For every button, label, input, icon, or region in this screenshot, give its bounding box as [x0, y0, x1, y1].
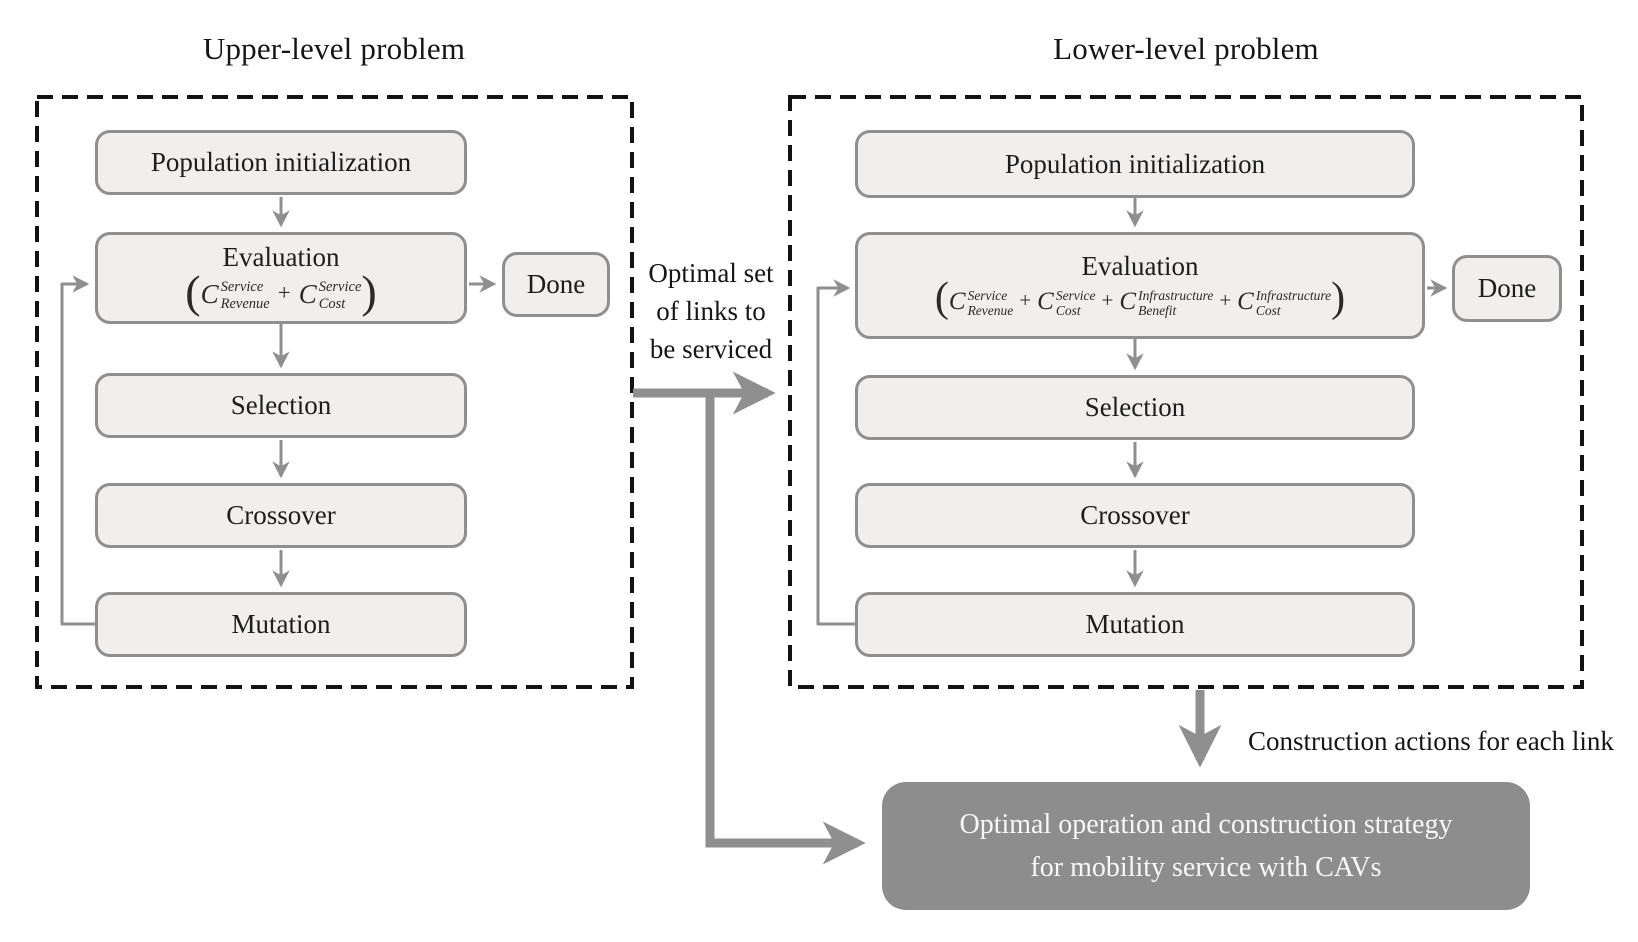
construction-actions-label: Construction actions for each link — [1248, 726, 1614, 756]
close-paren: ) — [361, 265, 377, 317]
upper-selection-box: Selection — [95, 373, 467, 438]
upper-evaluation-label: Evaluation — [222, 241, 340, 272]
lower-population-label: Population initialization — [1004, 148, 1266, 179]
plus-sign: + — [1101, 287, 1114, 312]
lower-done-label: Done — [1477, 273, 1537, 303]
upper-mutation-box: Mutation — [95, 592, 467, 657]
upper-panel-title: Upper-level problem — [202, 31, 466, 66]
lower-panel-title: Lower-level problem — [1053, 31, 1319, 66]
lower-population-initialization-box: Population initialization — [855, 130, 1415, 198]
lower-mutation-box: Mutation — [855, 592, 1415, 657]
result-box: Optimal operation and construction strat… — [882, 782, 1530, 910]
upper-crossover-label: Crossover — [226, 500, 336, 530]
result-box-line1: Optimal operation and construction strat… — [959, 809, 1453, 840]
lower-panel-dashed-border — [788, 95, 1584, 689]
upper-population-initialization-box: Population initialization — [95, 130, 467, 195]
plus-sign: + — [1019, 287, 1032, 312]
upper-mutation-label: Mutation — [231, 609, 331, 639]
open-paren: ( — [934, 275, 949, 322]
plus-sign: + — [1219, 287, 1232, 312]
open-paren: ( — [185, 265, 201, 317]
upper-done-label: Done — [526, 269, 586, 299]
result-box-line2: for mobility service with CAVs — [1030, 852, 1382, 883]
lower-done-box: Done — [1452, 255, 1562, 322]
upper-done-box: Done — [502, 252, 610, 317]
lower-evaluation-label: Evaluation — [1081, 251, 1199, 282]
arrow-lower-mutation-feedback-to-evaluation — [816, 279, 855, 626]
lower-mutation-label: Mutation — [1085, 609, 1185, 639]
upper-selection-label: Selection — [230, 390, 332, 420]
lower-crossover-box: Crossover — [855, 483, 1415, 548]
upper-panel-dashed-border — [35, 95, 634, 689]
arrow-optimal-links-to-result-box — [705, 397, 866, 865]
lower-crossover-label: Crossover — [1080, 500, 1190, 530]
close-paren: ) — [1331, 275, 1346, 322]
upper-crossover-box: Crossover — [95, 483, 467, 548]
lower-selection-label: Selection — [1084, 392, 1186, 422]
optimal-links-label: Optimal set of links to be serviced — [648, 258, 774, 364]
arrow-upper-mutation-feedback-to-evaluation — [60, 275, 95, 626]
lower-selection-box: Selection — [855, 375, 1415, 440]
upper-population-label: Population initialization — [150, 147, 412, 177]
plus-sign: + — [277, 279, 291, 305]
